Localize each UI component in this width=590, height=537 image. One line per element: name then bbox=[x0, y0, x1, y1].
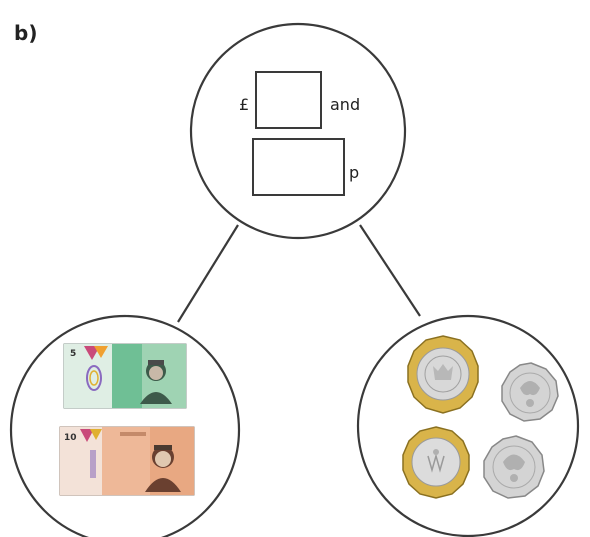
pence-answer-box[interactable] bbox=[252, 138, 345, 196]
left-connector-line bbox=[177, 224, 239, 323]
twenty-pence-coin-icon bbox=[483, 435, 545, 499]
right-connector-line bbox=[359, 224, 421, 317]
ten-pound-note-icon: 10 bbox=[59, 426, 195, 496]
pence-symbol: p bbox=[349, 163, 359, 182]
left-part-circle: 5 10 bbox=[9, 314, 241, 537]
one-pound-coin-icon bbox=[402, 426, 470, 499]
and-word: and bbox=[330, 95, 360, 114]
twenty-pence-coin-icon bbox=[501, 362, 559, 422]
pound-symbol: £ bbox=[239, 95, 249, 114]
right-part-circle bbox=[356, 314, 580, 537]
one-pound-coin-icon bbox=[407, 335, 479, 414]
whole-circle: £ and p bbox=[189, 22, 407, 240]
pounds-answer-box[interactable] bbox=[255, 71, 322, 129]
five-note-denomination: 5 bbox=[70, 349, 76, 359]
ten-note-denomination: 10 bbox=[64, 433, 77, 443]
part-label: b) bbox=[14, 21, 37, 45]
five-pound-note-icon: 5 bbox=[63, 343, 187, 409]
